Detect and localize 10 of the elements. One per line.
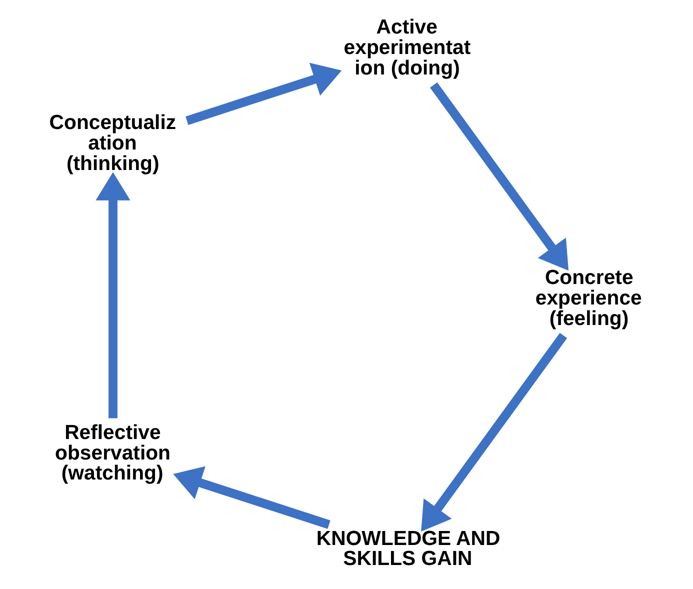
- node-text: Concrete experience (feeling): [535, 267, 642, 330]
- arrow: [173, 466, 330, 529]
- node-text: KNOWLEDGE AND SKILLS GAIN: [316, 528, 500, 570]
- arrow: [96, 172, 130, 418]
- arrow: [421, 332, 568, 532]
- arrow: [430, 82, 569, 271]
- arrow: [186, 62, 342, 125]
- node-text: Reflective observation (watching): [55, 422, 171, 485]
- node-text: Active experimentat ion (doing): [344, 16, 471, 80]
- node-text: Conceptualiz ation (thinking): [49, 112, 176, 175]
